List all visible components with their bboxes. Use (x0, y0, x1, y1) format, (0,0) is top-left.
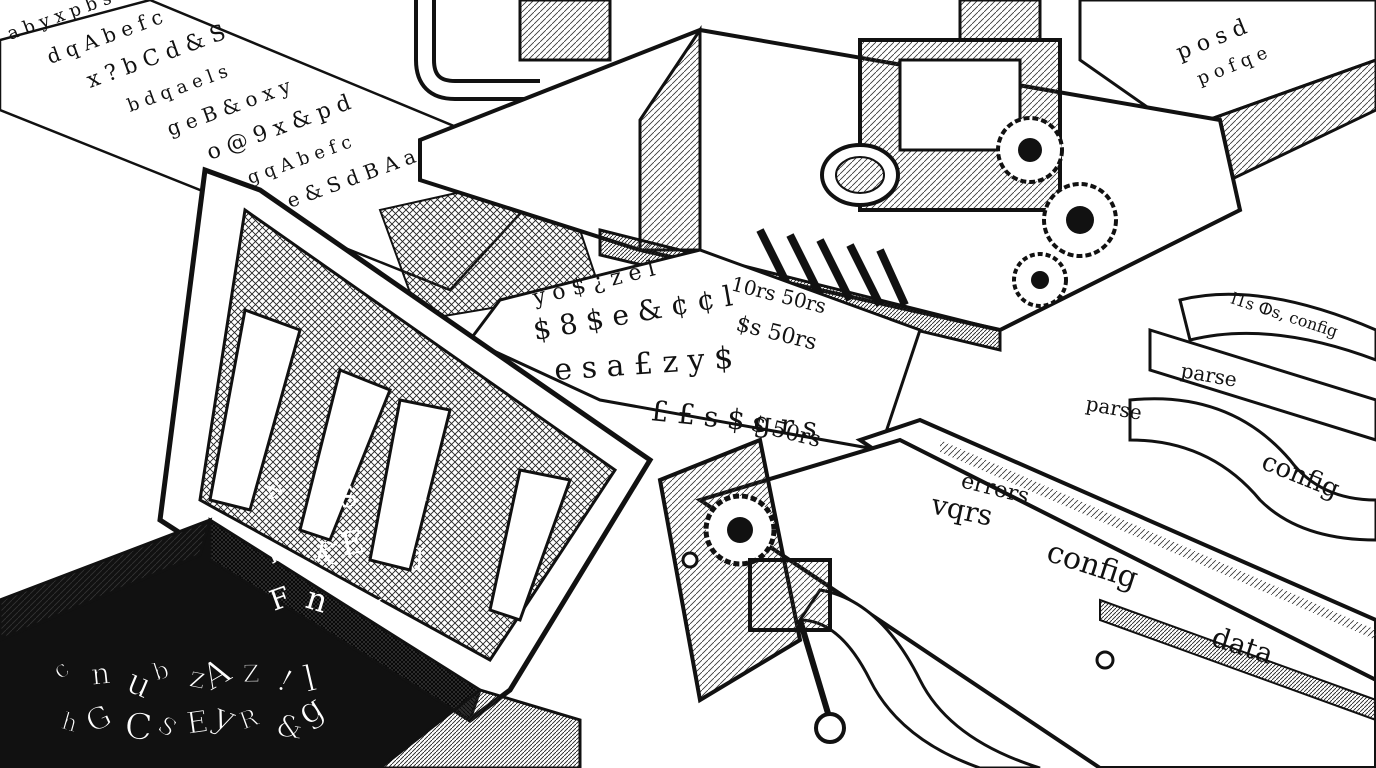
falling-glyph: J (411, 543, 425, 572)
gear-icon (996, 116, 1064, 184)
gear-icon (1012, 252, 1068, 308)
drive-assembly (657, 437, 1115, 744)
pile-glyph: n (89, 656, 112, 693)
pile-glyph: C (123, 706, 153, 749)
pile-glyph: E (184, 704, 211, 742)
gearbox (756, 38, 1118, 308)
conveyor-belt: y o $ ¿ z e l $ 8 $ e & ¢ ¢ l e s a £ z … (467, 248, 922, 453)
pile-glyph: z (186, 659, 208, 696)
gear-icon (703, 493, 777, 567)
output-rails (695, 292, 1376, 768)
falling-glyph: c (343, 583, 357, 608)
gear-icon (1042, 182, 1118, 258)
label-parse-lower: parse (1084, 391, 1144, 424)
falling-glyph: A (410, 481, 427, 506)
falling-glyph: y (309, 491, 327, 521)
lever-knob (814, 712, 846, 744)
incoming-text-strip: a b y x p b sd q A b e f cx ? b C d & Sb… (0, 0, 602, 322)
pile-glyph: & (274, 708, 306, 747)
pile-glyph: Z (243, 660, 260, 688)
